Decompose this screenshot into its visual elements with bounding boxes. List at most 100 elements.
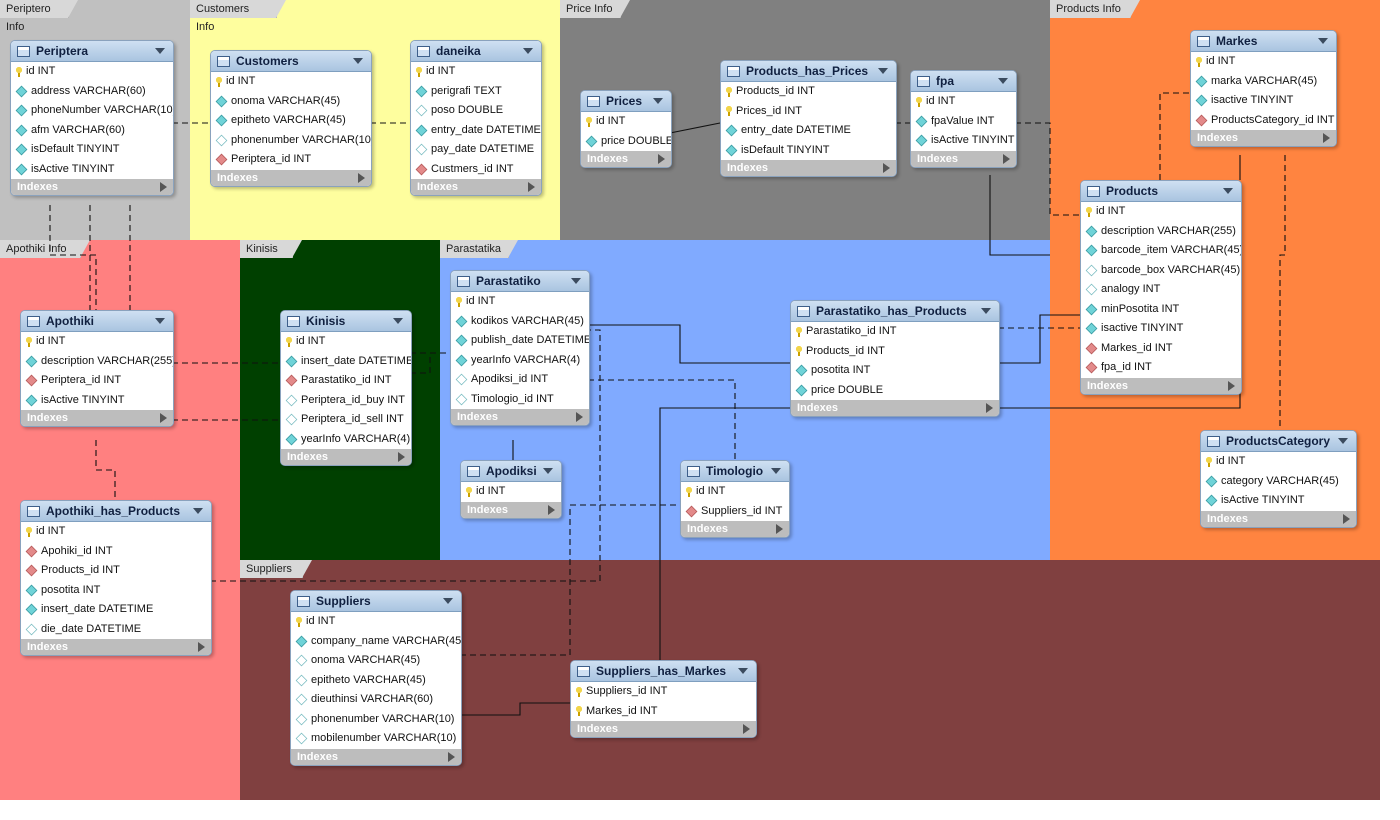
column-row[interactable]: ProductsCategory_id INT xyxy=(1191,111,1336,131)
region-label[interactable]: Periptero Info xyxy=(0,0,78,33)
region-label[interactable]: Kinisis xyxy=(240,240,302,258)
indexes-section[interactable]: Indexes xyxy=(581,151,671,167)
column-row[interactable]: entry_date DATETIME xyxy=(721,121,896,141)
column-row[interactable]: isactive TINYINT xyxy=(1081,319,1241,339)
expand-arrow-icon[interactable] xyxy=(358,172,365,183)
indexes-section[interactable]: Indexes xyxy=(451,409,589,425)
table-header[interactable]: Periptera xyxy=(11,41,173,62)
indexes-section[interactable]: Indexes xyxy=(1081,377,1241,394)
column-row[interactable]: fpaValue INT xyxy=(911,112,1016,132)
column-row[interactable]: barcode_item VARCHAR(45) xyxy=(1081,241,1241,261)
column-row[interactable]: Parastatiko_id INT xyxy=(281,371,411,391)
collapse-arrow-icon[interactable] xyxy=(738,668,748,674)
table-header[interactable]: ProductsCategory xyxy=(1201,431,1356,452)
collapse-arrow-icon[interactable] xyxy=(353,58,363,64)
column-row[interactable]: Custmers_id INT xyxy=(411,160,541,180)
expand-arrow-icon[interactable] xyxy=(1228,380,1235,391)
collapse-arrow-icon[interactable] xyxy=(1223,188,1233,194)
indexes-section[interactable]: Indexes xyxy=(21,410,173,426)
column-row[interactable]: dieuthinsi VARCHAR(60) xyxy=(291,690,461,710)
collapse-arrow-icon[interactable] xyxy=(155,318,165,324)
collapse-arrow-icon[interactable] xyxy=(393,318,403,324)
region-label[interactable]: Parastatika xyxy=(440,240,518,258)
expand-arrow-icon[interactable] xyxy=(160,182,167,192)
collapse-arrow-icon[interactable] xyxy=(878,68,888,74)
indexes-section[interactable]: Indexes xyxy=(411,179,541,195)
column-row[interactable]: isActive TINYINT xyxy=(911,131,1016,151)
column-row[interactable]: id INT xyxy=(451,292,589,312)
indexes-section[interactable]: Indexes xyxy=(211,169,371,186)
column-row[interactable]: Periptera_id INT xyxy=(21,371,173,391)
indexes-section[interactable]: Indexes xyxy=(681,521,789,537)
column-row[interactable]: posotita INT xyxy=(21,581,211,601)
indexes-section[interactable]: Indexes xyxy=(291,748,461,765)
table-header[interactable]: Apothiki_has_Products xyxy=(21,501,211,522)
column-row[interactable]: id INT xyxy=(211,72,371,92)
column-row[interactable]: description VARCHAR(255) xyxy=(21,352,173,372)
expand-arrow-icon[interactable] xyxy=(576,412,583,422)
indexes-section[interactable]: Indexes xyxy=(461,501,561,518)
column-row[interactable]: isActive TINYINT xyxy=(11,160,173,180)
column-row[interactable]: perigrafi TEXT xyxy=(411,82,541,102)
column-row[interactable]: Markes_id INT xyxy=(1081,339,1241,359)
collapse-arrow-icon[interactable] xyxy=(155,48,165,54)
column-row[interactable]: poso DOUBLE xyxy=(411,101,541,121)
indexes-section[interactable]: Indexes xyxy=(911,150,1016,167)
column-row[interactable]: Prices_id INT xyxy=(721,102,896,122)
indexes-section[interactable]: Indexes xyxy=(11,179,173,195)
column-row[interactable]: isDefault TINYINT xyxy=(721,141,896,161)
column-row[interactable]: Periptera_id INT xyxy=(211,150,371,170)
column-row[interactable]: barcode_box VARCHAR(45) xyxy=(1081,261,1241,281)
column-row[interactable]: die_date DATETIME xyxy=(21,620,211,640)
column-row[interactable]: price DOUBLE xyxy=(581,132,671,152)
column-row[interactable]: kodikos VARCHAR(45) xyxy=(451,312,589,332)
expand-arrow-icon[interactable] xyxy=(528,182,535,192)
collapse-arrow-icon[interactable] xyxy=(543,468,553,474)
table-header[interactable]: Prices xyxy=(581,91,671,112)
region-label[interactable]: Apothiki Info xyxy=(0,240,90,258)
expand-arrow-icon[interactable] xyxy=(1323,133,1330,143)
column-row[interactable]: id INT xyxy=(1081,202,1241,222)
indexes-section[interactable]: Indexes xyxy=(281,449,411,465)
indexes-section[interactable]: Indexes xyxy=(571,721,756,737)
column-row[interactable]: isActive TINYINT xyxy=(21,391,173,411)
expand-arrow-icon[interactable] xyxy=(776,524,783,534)
expand-arrow-icon[interactable] xyxy=(986,403,993,413)
column-row[interactable]: afm VARCHAR(60) xyxy=(11,121,173,141)
column-row[interactable]: id INT xyxy=(461,482,561,502)
expand-arrow-icon[interactable] xyxy=(398,452,405,462)
collapse-arrow-icon[interactable] xyxy=(1338,438,1348,444)
indexes-section[interactable]: Indexes xyxy=(21,639,211,655)
column-row[interactable]: Products_id INT xyxy=(21,561,211,581)
table-header[interactable]: Products_has_Prices xyxy=(721,61,896,82)
table-header[interactable]: Parastatiko xyxy=(451,271,589,292)
table-header[interactable]: Products xyxy=(1081,181,1241,202)
column-row[interactable]: Suppliers_id INT xyxy=(681,502,789,522)
indexes-section[interactable]: Indexes xyxy=(1191,130,1336,146)
table-header[interactable]: Apothiki xyxy=(21,311,173,332)
column-row[interactable]: epitheto VARCHAR(45) xyxy=(211,111,371,131)
region-label[interactable]: Price Info xyxy=(560,0,630,18)
column-row[interactable]: phoneNumber VARCHAR(10) xyxy=(11,101,173,121)
column-row[interactable]: pay_date DATETIME xyxy=(411,140,541,160)
indexes-section[interactable]: Indexes xyxy=(1201,510,1356,527)
table-header[interactable]: Suppliers_has_Markes xyxy=(571,661,756,682)
expand-arrow-icon[interactable] xyxy=(160,413,167,423)
column-row[interactable]: yearInfo VARCHAR(4) xyxy=(281,430,411,450)
collapse-arrow-icon[interactable] xyxy=(981,308,991,314)
table-header[interactable]: Apodiksi xyxy=(461,461,561,482)
column-row[interactable]: description VARCHAR(255) xyxy=(1081,222,1241,242)
table-header[interactable]: Suppliers xyxy=(291,591,461,612)
column-row[interactable]: phonenumber VARCHAR(10) xyxy=(211,131,371,151)
column-row[interactable]: marka VARCHAR(45) xyxy=(1191,72,1336,92)
expand-arrow-icon[interactable] xyxy=(743,724,750,734)
